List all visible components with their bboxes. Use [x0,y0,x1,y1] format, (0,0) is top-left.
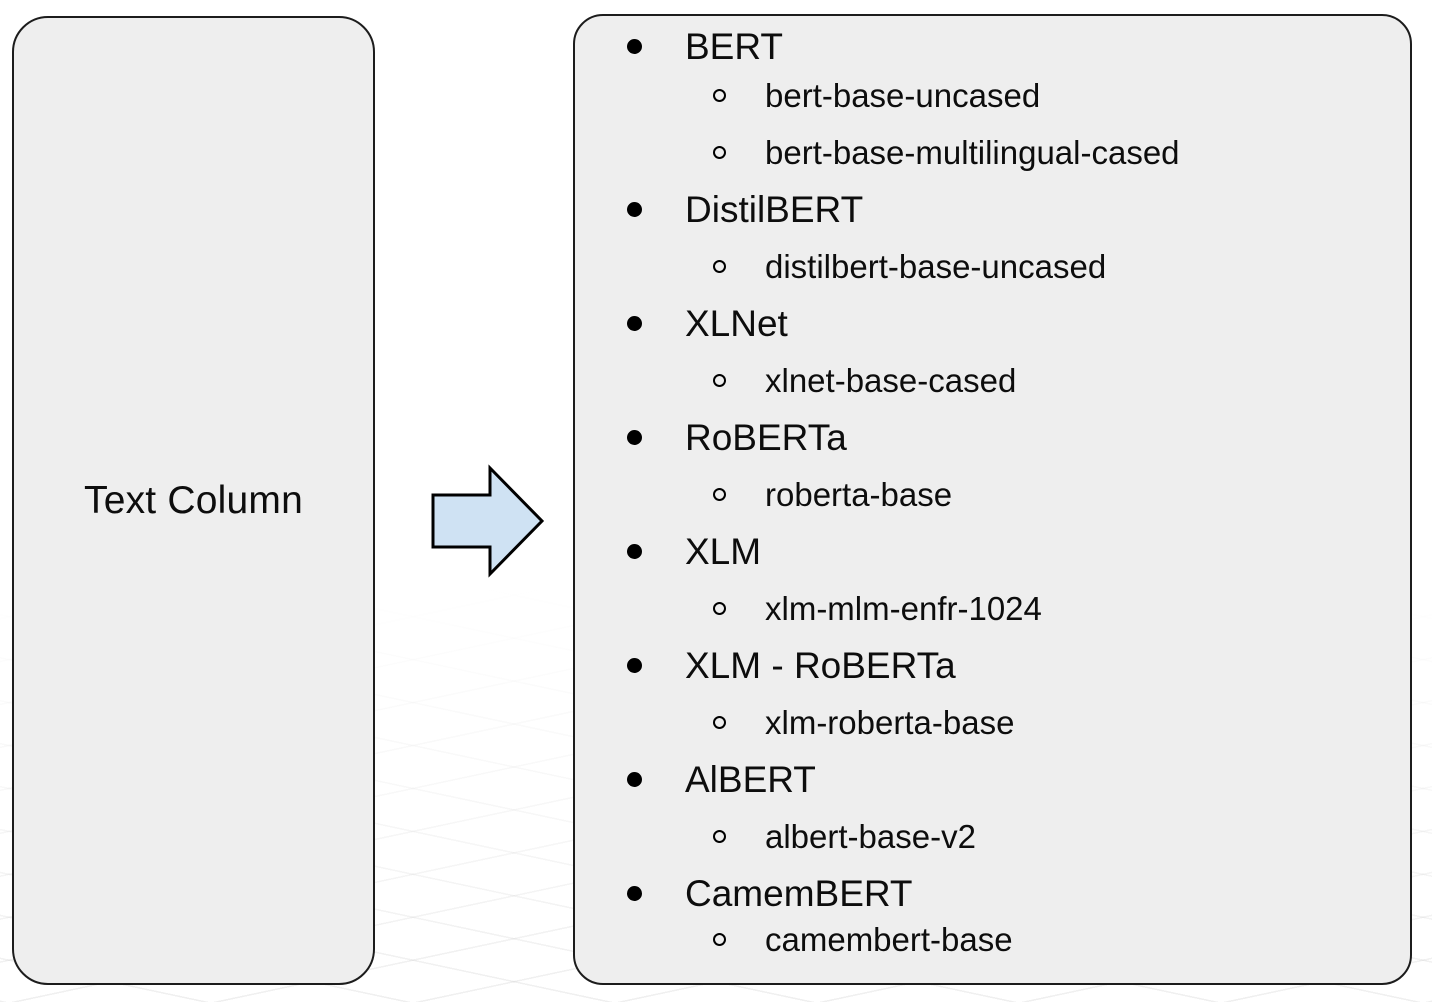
models-list-box: BERT bert-base-uncased bert-base-multili… [573,14,1412,985]
hollow-bullet-icon [713,146,726,159]
list-item-variant: distilbert-base-uncased [575,238,1410,295]
model-family-label: CamemBERT [685,872,913,914]
model-variant-label: xlnet-base-cased [765,361,1017,399]
list-item-family: RoBERTa [575,409,1410,466]
hollow-bullet-icon [713,716,726,729]
list-item-family: AlBERT [575,751,1410,808]
model-family-label: AlBERT [685,758,816,800]
list-item-variant: bert-base-uncased [575,67,1410,124]
list-item-family: DistilBERT [575,181,1410,238]
list-item-family: XLNet [575,295,1410,352]
text-column-label: Text Column [84,478,303,522]
model-family-label: RoBERTa [685,416,847,458]
list-item-variant: xlm-mlm-enfr-1024 [575,580,1410,637]
model-family-label: BERT [685,25,784,67]
filled-bullet-icon [627,886,642,901]
list-item-variant: albert-base-v2 [575,808,1410,865]
model-variant-label: bert-base-uncased [765,76,1041,114]
list-item-family: XLM [575,523,1410,580]
filled-bullet-icon [627,316,642,331]
list-item-variant: roberta-base [575,466,1410,523]
filled-bullet-icon [627,430,642,445]
right-arrow-icon [430,462,548,580]
text-column-box: Text Column [12,16,375,985]
model-variant-label: xlm-roberta-base [765,703,1015,741]
hollow-bullet-icon [713,260,726,273]
hollow-bullet-icon [713,830,726,843]
list-item-variant: xlnet-base-cased [575,352,1410,409]
model-family-label: DistilBERT [685,188,864,230]
model-family-label: XLNet [685,302,788,344]
filled-bullet-icon [627,658,642,673]
hollow-bullet-icon [713,602,726,615]
filled-bullet-icon [627,39,642,54]
list-item-family: XLM - RoBERTa [575,637,1410,694]
hollow-bullet-icon [713,374,726,387]
list-item-family: BERT [575,18,1410,75]
model-family-label: XLM [685,530,762,572]
list-item-variant: camembert-base [575,911,1410,968]
model-family-label: XLM - RoBERTa [685,644,956,686]
list-item-variant: xlm-roberta-base [575,694,1410,751]
model-variant-label: xlm-mlm-enfr-1024 [765,589,1042,627]
hollow-bullet-icon [713,89,726,102]
model-variant-label: albert-base-v2 [765,817,976,855]
filled-bullet-icon [627,772,642,787]
hollow-bullet-icon [713,933,726,946]
model-variant-label: bert-base-multilingual-cased [765,133,1180,171]
filled-bullet-icon [627,202,642,217]
list-item-variant: bert-base-multilingual-cased [575,124,1410,181]
filled-bullet-icon [627,544,642,559]
hollow-bullet-icon [713,488,726,501]
model-variant-label: distilbert-base-uncased [765,247,1107,285]
model-variant-label: roberta-base [765,475,953,513]
list-item-family: CamemBERT [575,865,1410,922]
model-variant-label: camembert-base [765,920,1013,958]
